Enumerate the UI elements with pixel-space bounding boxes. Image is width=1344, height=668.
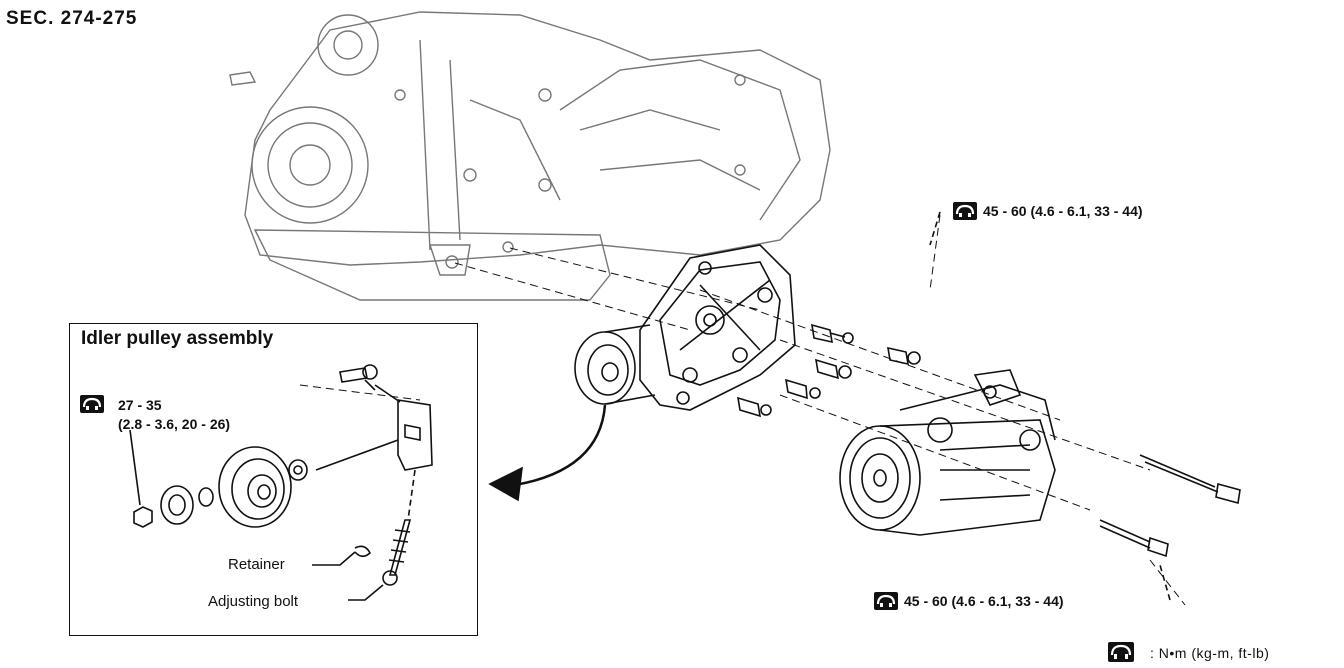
torque-wrench-icon — [80, 395, 104, 413]
torque-wrench-icon — [953, 202, 977, 220]
arrow-icon — [488, 404, 607, 502]
retainer-label: Retainer — [228, 556, 285, 573]
adjusting-bolt-label: Adjusting bolt — [208, 593, 299, 610]
inset-torque-conversion: (2.8 - 3.6, 20 - 26) — [118, 416, 231, 432]
bracket-bolts — [736, 323, 921, 418]
torque-spec-lower: 45 - 60 (4.6 - 6.1, 33 - 44) — [904, 593, 1064, 609]
idler-pulley-inset-frame — [69, 323, 478, 636]
inset-torque-value: 27 - 35 — [118, 397, 162, 413]
inset-title: Idler pulley assembly — [81, 328, 274, 349]
inset-parts — [129, 364, 433, 601]
compressor-bracket — [639, 244, 796, 411]
torque-wrench-icon — [1108, 642, 1134, 662]
engine-block — [229, 11, 831, 301]
idler-pulley-main — [574, 324, 656, 405]
torque-wrench-icon — [874, 592, 898, 610]
torque-spec-upper: 45 - 60 (4.6 - 6.1, 33 - 44) — [983, 203, 1143, 219]
ac-compressor — [839, 369, 1056, 536]
torque-icons — [80, 202, 1134, 662]
section-code: SEC. 274-275 — [6, 8, 138, 29]
alignment-lines — [299, 214, 1186, 606]
units-legend: : N•m (kg-m, ft-lb) — [1150, 645, 1270, 661]
compressor-bolts — [1099, 454, 1241, 558]
